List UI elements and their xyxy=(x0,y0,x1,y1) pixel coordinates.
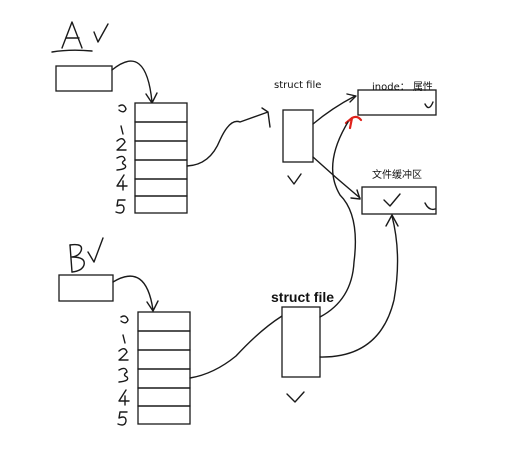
struct-file-bottom-to-buffer-arrow xyxy=(319,215,399,358)
process-b-fd-to-struct-file-arrow xyxy=(189,315,283,379)
file-buffer-check-mark xyxy=(383,193,401,207)
inode-arrowhead xyxy=(346,93,357,103)
process-b-fd-table xyxy=(137,311,191,425)
file-buffer-box xyxy=(361,186,437,215)
struct-file-bottom-to-inode-arrow xyxy=(319,121,357,318)
process-a-to-fd-table-arrow xyxy=(111,60,153,103)
inode-label: inode： 属性 xyxy=(372,82,433,93)
struct-file-bottom-box xyxy=(281,306,321,378)
process-a-handwritten-label xyxy=(51,21,109,53)
struct-file-top-check-mark xyxy=(287,173,302,185)
process-a-fd-to-struct-file-arrow xyxy=(186,107,271,167)
struct-file-bottom-label: struct file xyxy=(271,289,335,305)
struct-file-top-box xyxy=(282,109,314,163)
process-a-task-struct-box xyxy=(55,65,113,92)
process-b-arrowhead xyxy=(146,300,159,312)
process-a-fd-index-handwritten xyxy=(115,104,128,214)
inode-red-arrow xyxy=(344,115,363,130)
buffer-arrowhead xyxy=(350,189,361,200)
process-b-handwritten-label xyxy=(69,237,104,273)
inode-box xyxy=(357,89,437,116)
struct-file-top-label: struct file xyxy=(274,80,322,91)
process-b-task-struct-box xyxy=(58,274,114,302)
struct-file-top-to-inode-arrow xyxy=(312,95,356,125)
struct-file-bottom-check-mark xyxy=(286,391,305,403)
process-a-fd-table xyxy=(134,102,188,214)
struct-file-bottom-buffer-arrowhead xyxy=(385,214,399,227)
file-buffer-label: 文件缓冲区 xyxy=(372,170,422,181)
struct-file-top-to-buffer-arrow xyxy=(312,156,361,199)
inode-box-squiggle xyxy=(424,101,434,109)
process-b-to-fd-table-arrow xyxy=(112,275,154,311)
process-b-fd-index-handwritten xyxy=(117,315,130,426)
file-buffer-squiggle xyxy=(424,202,436,211)
